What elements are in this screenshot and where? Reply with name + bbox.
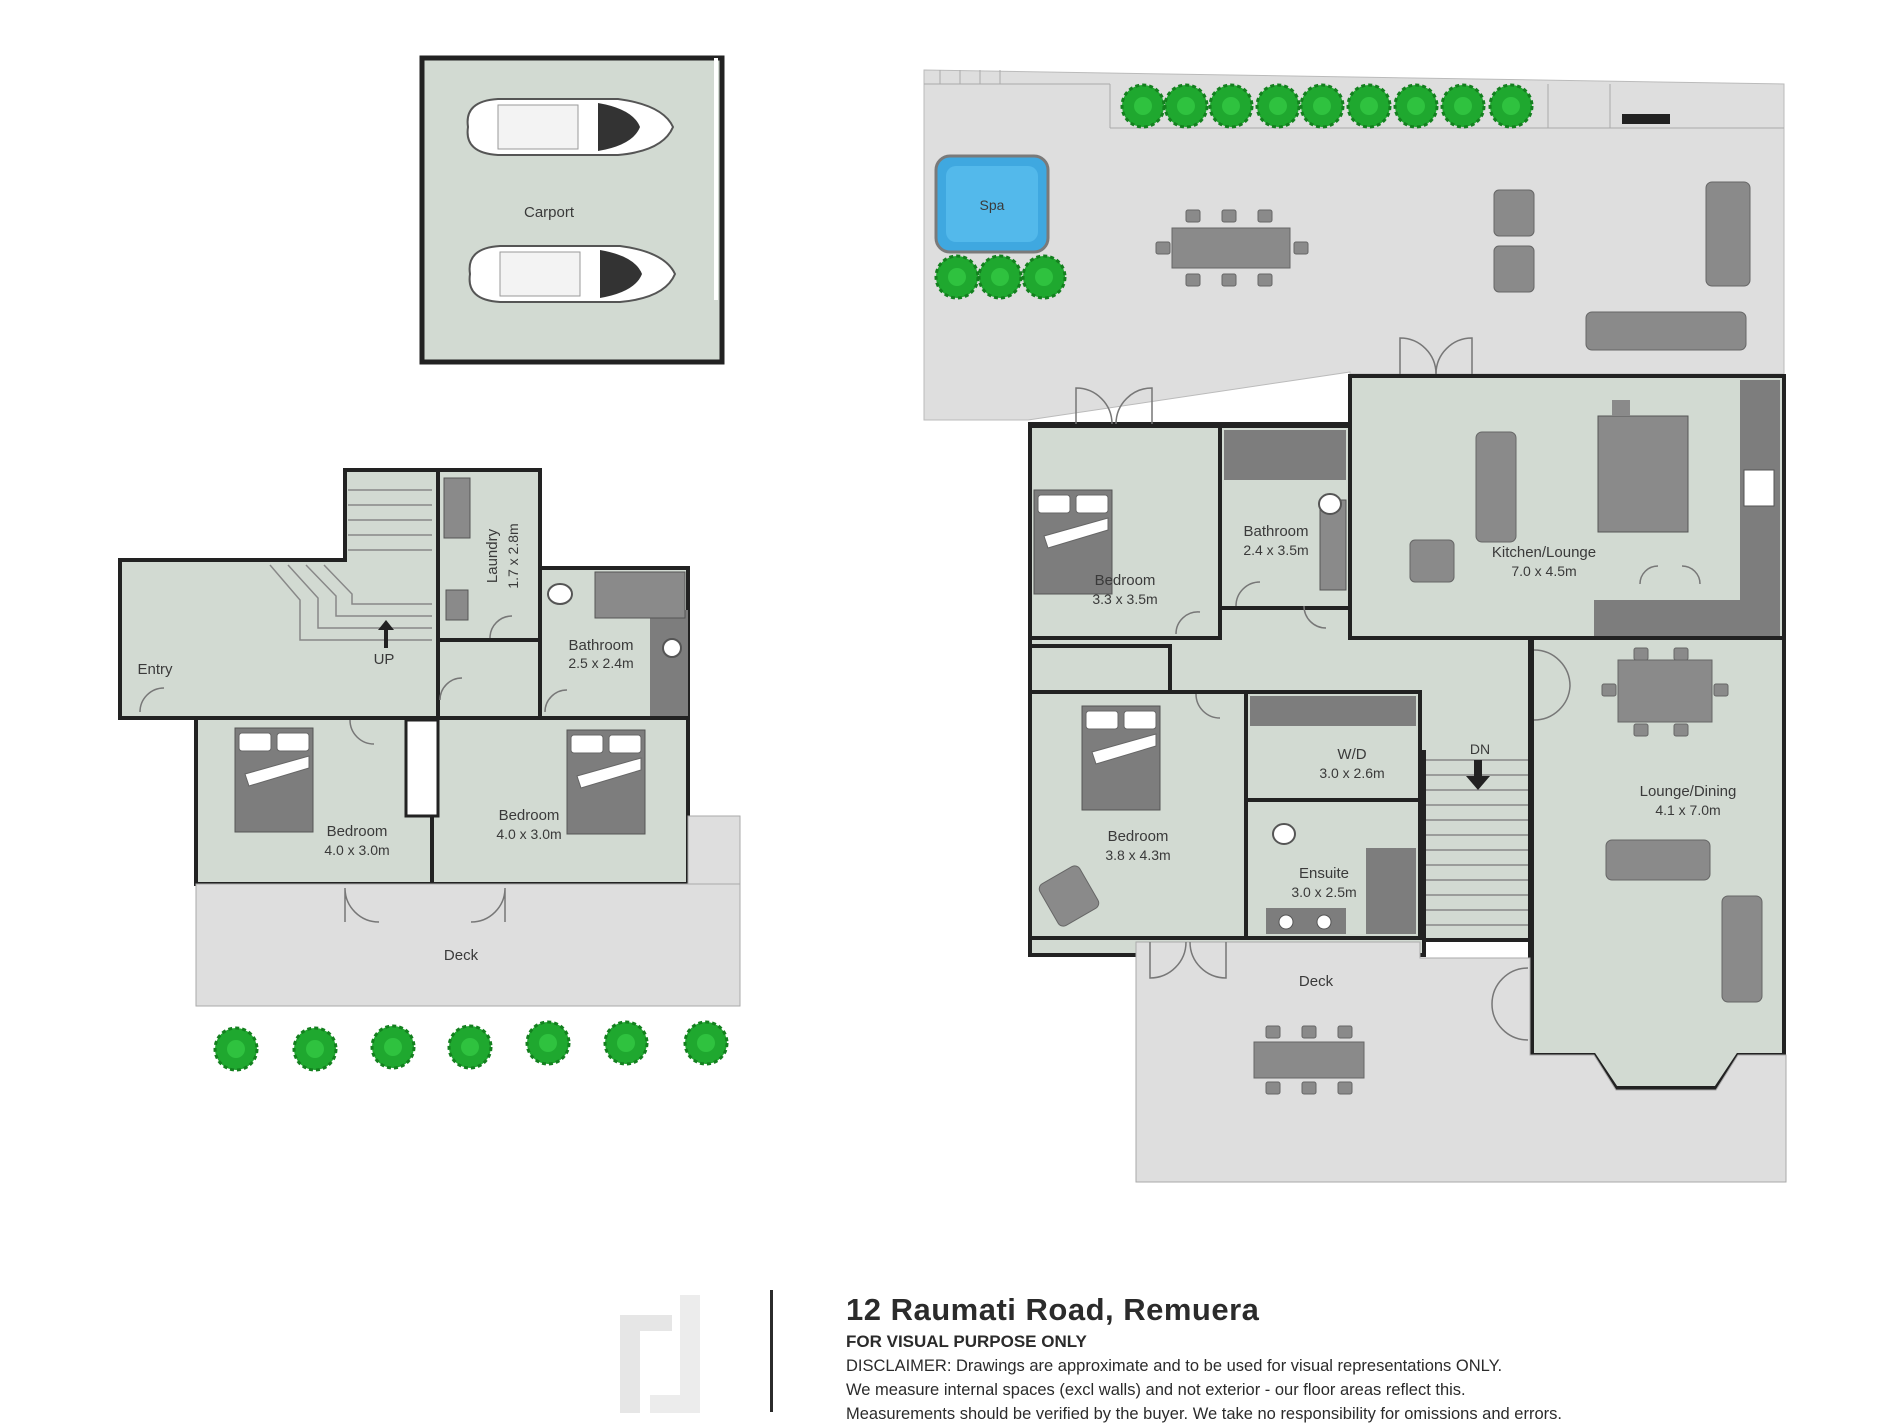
bedroom-right-dims: 4.0 x 3.0m bbox=[496, 826, 561, 842]
up-label: UP bbox=[374, 651, 395, 668]
tree-icon bbox=[370, 1024, 416, 1070]
deck-upper bbox=[1135, 941, 1787, 1183]
sofa-icon bbox=[1493, 181, 1751, 351]
divider bbox=[770, 1290, 773, 1412]
bedroom-left-dims: 4.0 x 3.0m bbox=[324, 842, 389, 858]
lower-floor bbox=[118, 468, 741, 1007]
laundry-label: Laundry bbox=[484, 528, 501, 583]
footer: 12 Raumati Road, Remuera FOR VISUAL PURP… bbox=[846, 1292, 1886, 1426]
bed-icon bbox=[234, 727, 314, 833]
spa-label: Spa bbox=[980, 197, 1005, 213]
carport-label: Carport bbox=[524, 204, 575, 221]
fireplace-icon bbox=[1622, 114, 1670, 124]
bed-icon bbox=[1081, 705, 1161, 811]
bathroom-lower-dims: 2.5 x 2.4m bbox=[568, 655, 633, 671]
cooktop-icon bbox=[1743, 469, 1775, 507]
dining-table-icon bbox=[1253, 647, 1729, 1095]
car-icon bbox=[468, 245, 676, 303]
disclaimer-line-1: DISCLAIMER: Drawings are approximate and… bbox=[846, 1357, 1503, 1375]
bathroom-upper-label: Bathroom bbox=[1243, 523, 1308, 540]
toilet-icon bbox=[547, 583, 573, 605]
tree-icon bbox=[683, 1020, 729, 1066]
bathroom-lower-label: Bathroom bbox=[568, 637, 633, 654]
bathroom-upper-dims: 2.4 x 3.5m bbox=[1243, 542, 1308, 558]
disclaimer-line-2: We measure internal spaces (excl walls) … bbox=[846, 1381, 1466, 1399]
kitchen-lounge-dims: 7.0 x 4.5m bbox=[1511, 563, 1576, 579]
bed-icon bbox=[566, 729, 646, 835]
car-icon bbox=[466, 98, 674, 156]
toilet-icon bbox=[1272, 823, 1296, 845]
tree-icon bbox=[213, 1026, 259, 1072]
logo-icon bbox=[620, 1295, 700, 1413]
toilet-icon bbox=[1318, 493, 1342, 515]
bedroom-main-dims: 3.8 x 4.3m bbox=[1105, 847, 1170, 863]
lounge-dining-label: Lounge/Dining bbox=[1640, 783, 1737, 800]
wd-label: W/D bbox=[1337, 746, 1366, 763]
tree-icon bbox=[603, 1020, 649, 1066]
tree-row-lower bbox=[213, 1020, 729, 1072]
tree-icon bbox=[447, 1024, 493, 1070]
spa-icon bbox=[934, 154, 1050, 254]
sink-icon bbox=[1316, 914, 1332, 930]
bedroom-right-label: Bedroom bbox=[499, 807, 560, 824]
upper-terrace bbox=[923, 69, 1785, 421]
ensuite-dims: 3.0 x 2.5m bbox=[1291, 884, 1356, 900]
entry-label: Entry bbox=[137, 661, 173, 678]
visual-purpose-note: FOR VISUAL PURPOSE ONLY bbox=[846, 1332, 1087, 1351]
bedroom-top-label: Bedroom bbox=[1095, 572, 1156, 589]
bedroom-main-label: Bedroom bbox=[1108, 828, 1169, 845]
door-icon bbox=[1075, 337, 1701, 1041]
bedroom-top-dims: 3.3 x 3.5m bbox=[1092, 591, 1157, 607]
ensuite-label: Ensuite bbox=[1299, 865, 1349, 882]
deck-upper-label: Deck bbox=[1299, 973, 1334, 990]
dn-label: DN bbox=[1470, 741, 1490, 757]
bedroom-left-label: Bedroom bbox=[327, 823, 388, 840]
upper-floor bbox=[1028, 374, 1787, 1183]
sink-icon bbox=[662, 638, 682, 658]
wd-dims: 3.0 x 2.6m bbox=[1319, 765, 1384, 781]
dining-table-icon bbox=[1155, 209, 1309, 287]
lounge-dining-dims: 4.1 x 7.0m bbox=[1655, 802, 1720, 818]
tree-icon bbox=[292, 1026, 338, 1072]
sofa-icon bbox=[1038, 431, 1763, 1003]
kitchen-lounge-label: Kitchen/Lounge bbox=[1492, 544, 1596, 561]
disclaimer-line-3: Measurements should be verified by the b… bbox=[846, 1405, 1562, 1423]
deck-lower-label: Deck bbox=[444, 947, 479, 964]
sink-icon bbox=[1278, 914, 1294, 930]
door-icon bbox=[139, 615, 568, 923]
laundry-dims: 1.7 x 2.8m bbox=[505, 523, 521, 588]
stairs-icon bbox=[269, 489, 432, 641]
tree-icon bbox=[525, 1020, 571, 1066]
address-title: 12 Raumati Road, Remuera bbox=[846, 1292, 1260, 1327]
